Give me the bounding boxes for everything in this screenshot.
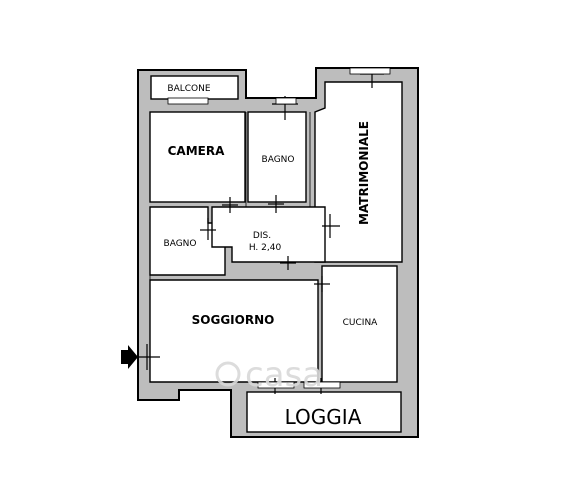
bagno-top-room xyxy=(247,111,307,203)
matrimoniale-label: MATRIMONIALE xyxy=(357,121,371,225)
windows xyxy=(167,67,391,389)
cucina-room xyxy=(321,265,398,383)
bagno-left-label: BAGNO xyxy=(164,239,197,249)
camera-room xyxy=(149,111,246,203)
camera-label: CAMERA xyxy=(168,144,225,158)
loggia-label: LOGGIA xyxy=(285,405,362,429)
watermark: casa xyxy=(215,355,323,395)
dis-label: DIS. xyxy=(253,231,271,241)
entrance-arrow-icon xyxy=(121,345,138,369)
door-marks xyxy=(138,68,384,394)
interior-lines xyxy=(149,112,311,382)
watermark-text: casa xyxy=(245,355,323,395)
dis-room xyxy=(211,206,326,263)
cucina-label: CUCINA xyxy=(343,318,379,328)
loggia-room xyxy=(246,391,402,433)
balcone-label: BALCONE xyxy=(167,84,210,94)
bagno-top-label: BAGNO xyxy=(262,155,295,165)
soggiorno-label: SOGGIORNO xyxy=(192,313,275,327)
dis-height-label: H. 2,40 xyxy=(249,243,282,253)
